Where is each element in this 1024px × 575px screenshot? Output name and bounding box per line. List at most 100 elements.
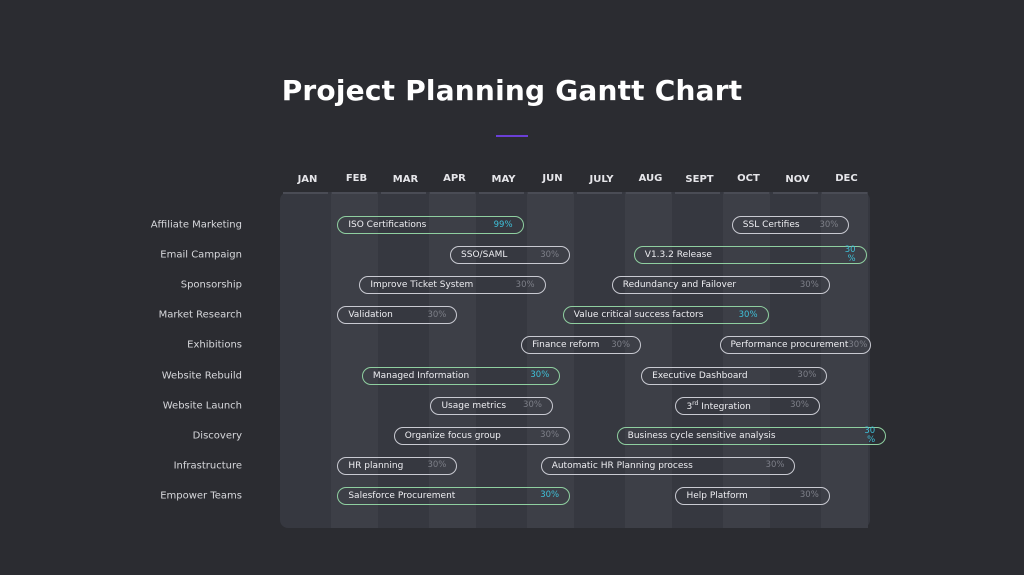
task-bar[interactable]: Value critical success factors 30% xyxy=(562,306,769,325)
task-bar[interactable]: Salesforce Procurement 30% xyxy=(337,486,571,505)
task-name: Performance procurement xyxy=(730,340,849,351)
month-label: SEPT xyxy=(685,174,714,185)
task-bar[interactable]: Validation 30% xyxy=(337,306,458,325)
task-bar[interactable]: SSL Certifies 30% xyxy=(731,216,850,234)
task-name: Salesforce Procurement xyxy=(348,490,456,501)
task-bar[interactable]: Redundancy and Failover 30% xyxy=(611,276,830,295)
task-name: Managed Information xyxy=(372,370,470,381)
title-underline xyxy=(496,135,528,137)
task-percent: 30% xyxy=(819,219,839,230)
task-percent: 30% xyxy=(540,430,560,441)
task-percent: 30% xyxy=(611,339,631,350)
month-label: DEC xyxy=(835,173,858,184)
month-band xyxy=(429,192,476,528)
task-percent: 30% xyxy=(848,339,868,350)
task-name: SSO/SAML xyxy=(461,250,508,261)
row-label: Affiliate Marketing xyxy=(150,219,242,231)
row-label: Infrastructure xyxy=(173,460,242,472)
task-bar[interactable]: Help Platform 30% xyxy=(675,486,830,505)
task-percent: 99% xyxy=(493,219,513,230)
task-name: Redundancy and Failover xyxy=(622,280,737,291)
task-bar[interactable]: 3rd Integration 30% xyxy=(675,396,820,415)
month-divider xyxy=(626,192,671,194)
task-percent: 30% xyxy=(738,309,758,320)
row-label: Market Research xyxy=(158,309,242,321)
task-bar[interactable]: Executive Dashboard 30% xyxy=(641,366,828,385)
month-label: APR xyxy=(443,173,466,184)
month-divider xyxy=(528,192,573,194)
gantt-panel xyxy=(280,192,870,528)
month-divider xyxy=(724,192,769,194)
task-bar[interactable]: V1.3.2 Release 30 % xyxy=(633,245,867,265)
month-band xyxy=(527,192,574,528)
month-divider xyxy=(332,192,377,194)
task-bar[interactable]: Organize focus group 30% xyxy=(393,426,571,445)
task-name: Automatic HR Planning process xyxy=(551,460,693,471)
task-name: Validation xyxy=(348,310,393,321)
row-label: Exhibitions xyxy=(187,339,242,351)
month-divider xyxy=(773,192,818,194)
task-name: Usage metrics xyxy=(441,400,507,411)
task-name: V1.3.2 Release xyxy=(644,250,712,261)
task-percent: 30 % xyxy=(844,245,856,265)
row-label: Empower Teams xyxy=(160,490,242,502)
month-label: MAY xyxy=(491,174,516,185)
row-label: Sponsorship xyxy=(180,279,242,291)
month-divider xyxy=(283,192,328,194)
task-percent: 30% xyxy=(790,400,809,411)
month-band xyxy=(723,192,770,528)
month-label: JUN xyxy=(542,173,563,184)
task-name: Finance reform xyxy=(532,340,600,351)
task-percent: 30% xyxy=(515,279,535,290)
task-percent: 30% xyxy=(530,370,550,380)
task-percent: 30% xyxy=(540,249,560,260)
row-label: Email Campaign xyxy=(160,249,242,261)
task-percent: 30% xyxy=(765,460,785,471)
task-bar[interactable]: Business cycle sensitive analysis 30 % xyxy=(616,425,887,445)
task-name: HR planning xyxy=(348,460,404,471)
task-bar[interactable]: Finance reform 30% xyxy=(521,336,642,355)
task-bar[interactable]: Managed Information 30% xyxy=(361,366,561,385)
month-label: FEB xyxy=(345,173,368,184)
page-title: Project Planning Gantt Chart xyxy=(281,74,743,107)
task-name: Help Platform xyxy=(686,490,748,501)
month-label: JULY xyxy=(589,174,614,185)
task-bar[interactable]: SSO/SAML 30% xyxy=(450,246,571,265)
row-label: Discovery xyxy=(192,430,242,442)
task-percent: 30% xyxy=(523,400,542,411)
month-label: AUG xyxy=(638,173,663,184)
row-label: Website Launch xyxy=(162,400,242,412)
month-label: MAR xyxy=(392,174,419,185)
task-name: Organize focus group xyxy=(404,430,501,441)
task-name: SSL Certifies xyxy=(742,220,800,230)
row-label: Website Rebuild xyxy=(161,370,242,381)
task-percent: 30% xyxy=(799,279,819,290)
task-name: Improve Ticket System xyxy=(370,280,474,291)
task-bar[interactable]: Improve Ticket System 30% xyxy=(359,276,546,295)
task-percent: 30% xyxy=(427,309,447,320)
task-bar[interactable]: Usage metrics 30% xyxy=(430,396,553,415)
task-name: Value critical success factors xyxy=(573,310,704,321)
task-name: 3rd Integration xyxy=(686,399,751,412)
task-name: ISO Certifications xyxy=(348,220,427,230)
month-divider xyxy=(381,192,426,194)
month-band xyxy=(331,192,378,528)
task-bar[interactable]: HR planning 30% xyxy=(337,456,458,475)
task-percent: 30 % xyxy=(864,425,876,445)
task-percent: 30% xyxy=(797,370,817,380)
month-divider xyxy=(822,192,867,194)
month-divider xyxy=(479,192,524,194)
month-label: NOV xyxy=(785,174,810,185)
task-percent: 30% xyxy=(427,460,447,471)
task-name: Executive Dashboard xyxy=(652,370,748,381)
month-divider xyxy=(430,192,475,194)
month-label: OCT xyxy=(737,173,760,184)
month-label: JAN xyxy=(297,174,318,185)
task-name: Business cycle sensitive analysis xyxy=(627,430,776,441)
task-percent: 30% xyxy=(799,490,819,501)
task-bar[interactable]: Automatic HR Planning process 30% xyxy=(540,456,796,475)
task-percent: 30% xyxy=(540,490,560,501)
task-bar[interactable]: ISO Certifications 99% xyxy=(337,216,524,234)
month-band xyxy=(821,192,868,528)
